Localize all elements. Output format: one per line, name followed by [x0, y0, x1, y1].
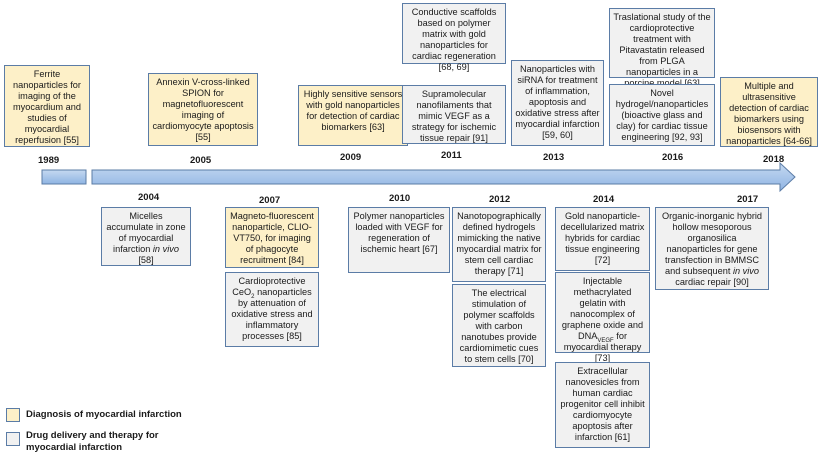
italic-text: in vivo [152, 244, 179, 254]
event-box-conductive-scaffolds: Conductive scaffolds based on polymer ma… [402, 3, 506, 72]
text: cardiac repair [90] [675, 277, 749, 287]
timeline-arrow-main-segment [91, 161, 796, 193]
year-label: 2010 [389, 193, 411, 204]
event-box-ferrite: Ferrite nanoparticles for imaging of the… [4, 65, 90, 147]
year-label: 2009 [340, 152, 362, 163]
italic-text: in vivo [732, 266, 759, 276]
year-label: 2005 [190, 155, 212, 166]
year-label: 2007 [259, 195, 281, 206]
event-box-nanovesicles: Extracellular nanovesicles from human ca… [555, 362, 650, 448]
text: Micelles accumulate in zone of myocardia… [106, 211, 186, 254]
timeline-arrow-left-segment [41, 169, 87, 185]
text: Organic-inorganic hybrid hollow mesoporo… [661, 211, 763, 276]
year-label: 2013 [543, 152, 565, 163]
legend-label-diagnosis: Diagnosis of myocardial infarction [26, 409, 182, 420]
legend-swatch-therapy [6, 432, 20, 446]
year-label: 2017 [737, 194, 759, 205]
event-box-polymer-vegf: Polymer nanoparticles loaded with VEGF f… [348, 207, 450, 273]
event-box-biosensors: Multiple and ultrasensitive detection of… [720, 77, 818, 147]
event-box-micelles: Micelles accumulate in zone of myocardia… [101, 207, 191, 266]
event-box-gold-sensors: Highly sensitive sensors with gold nanop… [298, 85, 408, 146]
text: Cardioprotective CeO [232, 276, 306, 297]
year-label: 2016 [662, 152, 684, 163]
event-box-annexin: Annexin V-cross-linked SPION for magneto… [148, 73, 258, 146]
year-label: 2012 [489, 194, 511, 205]
year-label: 2011 [441, 150, 462, 161]
event-box-organosilica: Organic-inorganic hybrid hollow mesoporo… [655, 207, 769, 290]
event-box-sirna: Nanoparticles with siRNA for treatment o… [511, 60, 604, 146]
event-box-methacrylated-gelatin: Injectable methacrylated gelatin with na… [555, 272, 650, 363]
text: [58] [138, 255, 154, 265]
legend-label-therapy: Drug delivery and therapy for myocardial… [26, 430, 159, 453]
year-label: 1989 [38, 155, 60, 166]
event-box-ceo2: Cardioprotective CeO2 nanoparticles by a… [225, 272, 319, 347]
event-box-gold-decellularized: Gold nanoparticle-decellularized matrix … [555, 207, 650, 271]
text: Injectable methacrylated gelatin with na… [561, 276, 644, 341]
event-box-hydrogel: Novel hydrogel/nanoparticles (bioactive … [609, 84, 715, 146]
legend-swatch-diagnosis [6, 408, 20, 422]
subscript: VEGF [597, 337, 614, 344]
text: nanoparticles by attenuation of oxidativ… [231, 287, 313, 341]
text: for myocardial therapy [73] [563, 331, 642, 363]
year-label: 2018 [763, 154, 785, 165]
event-box-nanofilaments: Supramolecular nanofilaments that mimic … [402, 85, 506, 144]
year-label: 2004 [138, 192, 160, 203]
year-label: 2014 [593, 194, 615, 205]
event-box-magneto-fluorescent: Magneto-fluorescent nanoparticle, CLIO-V… [225, 207, 319, 268]
event-box-electrical-stimulation: The electrical stimulation of polymer sc… [452, 284, 546, 367]
event-box-pitavastatin: Traslational study of the cardioprotecti… [609, 8, 715, 88]
event-box-nanotopographic-hydrogels: Nanotopographically defined hydrogels mi… [452, 207, 546, 282]
subscript: 2 [251, 293, 255, 300]
